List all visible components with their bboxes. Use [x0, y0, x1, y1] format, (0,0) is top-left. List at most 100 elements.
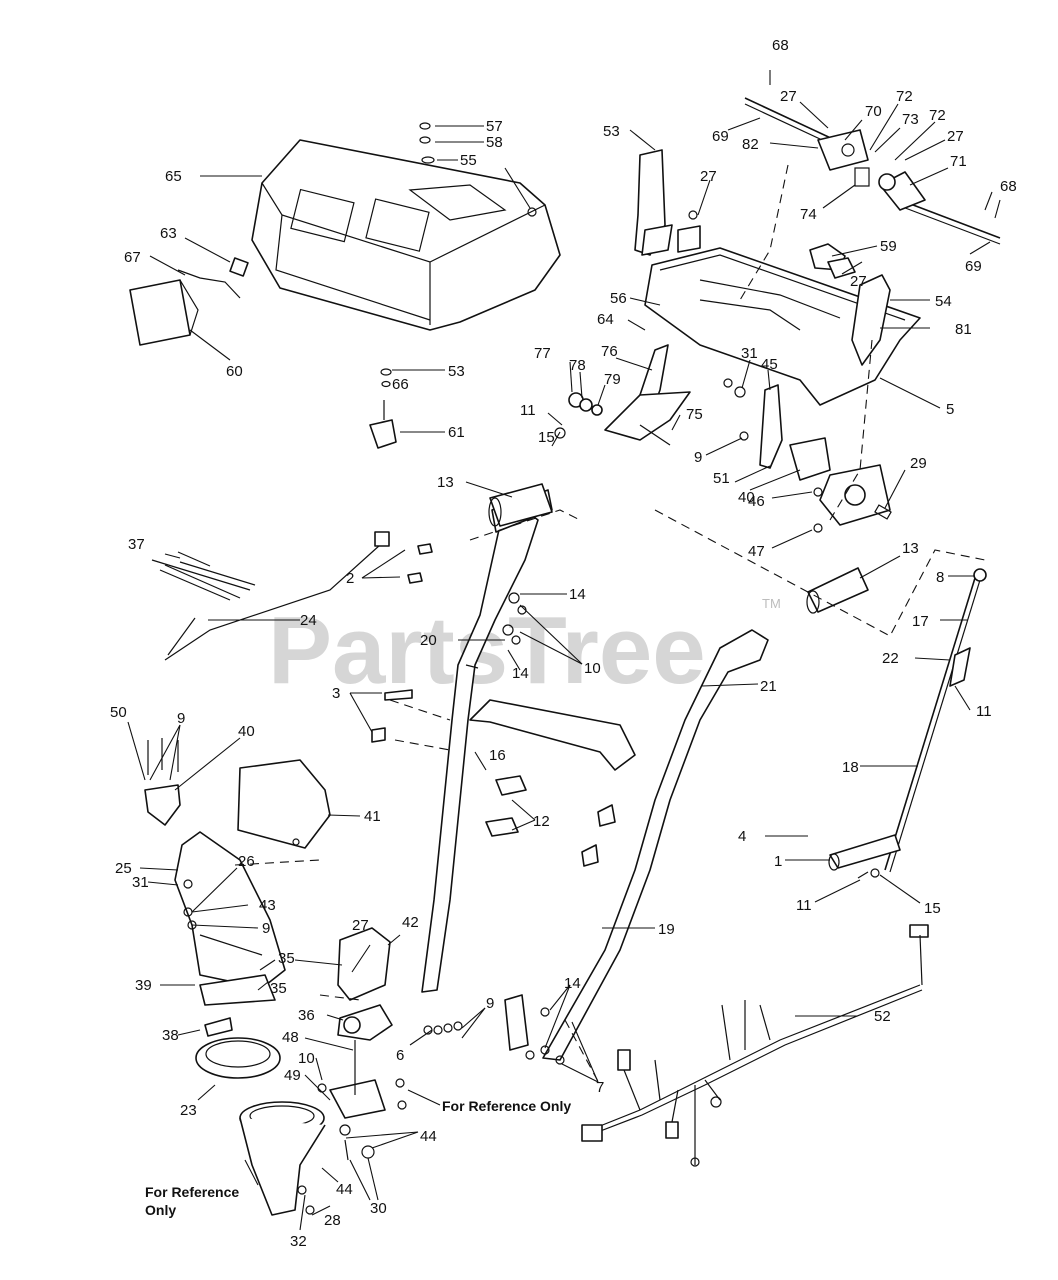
callout-8: 8 [936, 569, 944, 586]
callout-48: 48 [282, 1029, 299, 1046]
callout-68-right: 68 [1000, 178, 1017, 195]
callout-40-upper: 40 [738, 489, 755, 506]
callout-13-right: 13 [902, 540, 919, 557]
callout-9-chute: 9 [262, 920, 270, 937]
callout-68-top: 68 [772, 37, 789, 54]
upper-handle-left [421, 489, 553, 993]
watermark-trademark: TM [762, 596, 781, 611]
callout-27-top: 27 [780, 88, 797, 105]
chute-gearbox [317, 927, 463, 1161]
callout-56: 56 [610, 290, 627, 307]
callout-44-right: 44 [420, 1128, 437, 1145]
callout-72-upper: 72 [896, 88, 913, 105]
callout-18: 18 [842, 759, 859, 776]
reference-note-left-line1: For Reference [145, 1184, 239, 1200]
callout-78: 78 [569, 357, 586, 374]
callout-60: 60 [226, 363, 243, 380]
crank-bracket [817, 129, 926, 211]
callout-69-upper: 69 [712, 128, 729, 145]
callout-14-lower: 14 [564, 975, 581, 992]
callout-14-middle: 14 [512, 665, 529, 682]
callout-39: 39 [135, 977, 152, 994]
callout-61: 61 [448, 424, 465, 441]
callout-72-lower: 72 [929, 107, 946, 124]
chute-ring [195, 974, 281, 1079]
callout-52: 52 [874, 1008, 891, 1025]
callout-37: 37 [128, 536, 145, 553]
callout-26: 26 [238, 853, 255, 870]
callout-50: 50 [110, 704, 127, 721]
callout-63: 63 [160, 225, 177, 242]
callout-29: 29 [910, 455, 927, 472]
callout-38: 38 [162, 1027, 179, 1044]
callout-27-right: 27 [947, 128, 964, 145]
callout-14-upper: 14 [569, 586, 586, 603]
callout-10-upper: 10 [584, 660, 601, 677]
callout-31-lower: 31 [132, 874, 149, 891]
callout-28: 28 [324, 1212, 341, 1229]
callout-36: 36 [298, 1007, 315, 1024]
lower-handle-right [469, 629, 769, 1061]
callout-53-left: 53 [448, 363, 465, 380]
reference-note-center: For Reference Only [442, 1098, 571, 1114]
callout-17: 17 [912, 613, 929, 630]
callout-9-middle: 9 [486, 995, 494, 1012]
callout-47: 47 [748, 543, 765, 560]
reference-note-left-line2: Only [145, 1202, 176, 1218]
handle-tube-upper [488, 483, 553, 527]
callout-70: 70 [865, 103, 882, 120]
upper-chute [174, 831, 286, 989]
shift-rod [828, 568, 987, 879]
callout-9-deflector: 9 [177, 710, 185, 727]
callout-82: 82 [742, 136, 759, 153]
shift-lever [554, 344, 691, 446]
callout-66: 66 [392, 376, 409, 393]
callout-5: 5 [946, 401, 954, 418]
callout-51: 51 [713, 470, 730, 487]
callout-64: 64 [597, 311, 614, 328]
callout-42: 42 [402, 914, 419, 931]
callout-40-lower: 40 [238, 723, 255, 740]
control-panel-frame [644, 243, 921, 406]
callout-23: 23 [180, 1102, 197, 1119]
deflector-bracket [144, 738, 181, 826]
callout-6: 6 [396, 1047, 404, 1064]
phantom-lines [234, 164, 986, 1086]
callout-13-left: 13 [437, 474, 454, 491]
callout-9-upper: 9 [694, 449, 702, 466]
callout-21: 21 [760, 678, 777, 695]
callout-22: 22 [882, 650, 899, 667]
callout-30: 30 [370, 1200, 387, 1217]
callout-24: 24 [300, 612, 317, 629]
callout-81: 81 [955, 321, 972, 338]
callout-16: 16 [489, 747, 506, 764]
callout-19: 19 [658, 921, 675, 938]
callout-71: 71 [950, 153, 967, 170]
lower-chute [239, 1101, 326, 1216]
callout-49: 49 [284, 1067, 301, 1084]
drive-lever-bracket [723, 378, 892, 533]
wiring-harness [581, 924, 929, 1167]
handle-mount-bracket-upper [634, 149, 701, 256]
callout-46: 46 [748, 493, 765, 510]
cable-assemblies [151, 531, 390, 661]
console-hardware [419, 122, 537, 217]
callout-59: 59 [880, 238, 897, 255]
callout-76: 76 [601, 343, 618, 360]
key-switch [369, 368, 397, 449]
callout-31-upper: 31 [741, 345, 758, 362]
light-lens [129, 279, 199, 346]
callout-74: 74 [800, 206, 817, 223]
callout-54: 54 [935, 293, 952, 310]
light-bracket [177, 257, 249, 299]
callout-69-lower: 69 [965, 258, 982, 275]
callout-7: 7 [596, 1079, 604, 1096]
callout-44-lower: 44 [336, 1181, 353, 1198]
callout-57: 57 [486, 118, 503, 135]
handle-hardware [371, 543, 616, 867]
callout-53-right: 53 [603, 123, 620, 140]
callout-55: 55 [460, 152, 477, 169]
callout-43: 43 [259, 897, 276, 914]
